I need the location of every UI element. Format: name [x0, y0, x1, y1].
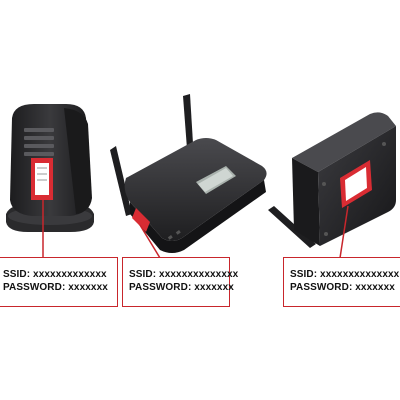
wifi-credentials-callout-2: SSID: xxxxxxxxxxxxxx PASSWORD: xxxxxxx: [122, 257, 239, 307]
device-side-router: [268, 112, 396, 259]
ssid-text: SSID: xxxxxxxxxxxxxx: [290, 269, 400, 280]
ssid-text: SSID: xxxxxxxxxxxxxx: [129, 269, 239, 280]
wifi-credentials-callout-1: SSID: xxxxxxxxxxxxx PASSWORD: xxxxxxx: [0, 257, 118, 307]
password-text: PASSWORD: xxxxxxx: [129, 282, 234, 293]
antenna: [110, 146, 132, 216]
device-vertical-router: [6, 104, 94, 258]
wifi-credentials-callout-3: SSID: xxxxxxxxxxxxxx PASSWORD: xxxxxxx: [283, 257, 400, 307]
antenna: [268, 206, 316, 248]
callout-pointer: [339, 205, 349, 259]
router-body: [124, 138, 267, 241]
password-text: PASSWORD: xxxxxxx: [290, 282, 395, 293]
device-desktop-router: [110, 94, 267, 259]
callout-pointer: [139, 224, 161, 259]
ssid-text: SSID: xxxxxxxxxxxxx: [3, 269, 107, 280]
label-sticker: [132, 208, 150, 232]
password-text: PASSWORD: xxxxxxx: [3, 282, 108, 293]
